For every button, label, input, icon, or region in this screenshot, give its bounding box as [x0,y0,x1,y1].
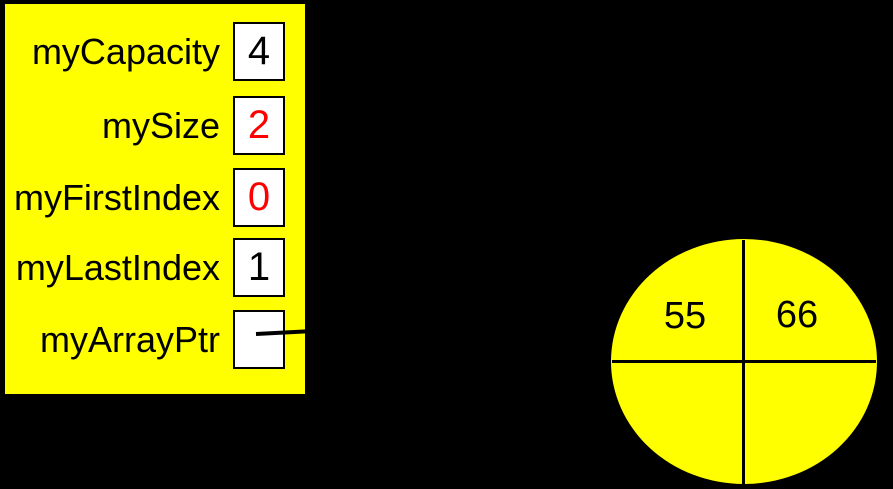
field-value-mylastindex: 1 [247,245,271,289]
field-label-mysize: mySize [101,105,220,146]
pointer-cell-box [233,310,285,369]
field-label-mycapacity: myCapacity [31,31,220,72]
field-value-mysize: 2 [247,103,271,147]
quadrant-divider-vertical [742,240,745,484]
field-value-box-myfirstindex: 0 [233,168,285,227]
field-value-mycapacity: 4 [247,29,271,73]
field-label-myfirstindex: myFirstIndex [13,177,220,218]
array-cell-value-top-left: 55 [663,295,707,337]
field-row-myfirstindex: myFirstIndex 0 [5,168,305,227]
field-row-mylastindex: myLastIndex 1 [5,238,305,297]
field-value-box-mycapacity: 4 [233,22,285,81]
field-value-box-mylastindex: 1 [233,238,285,297]
field-row-myarrayptr: myArrayPtr [5,310,305,369]
pointer-cell-value [235,312,283,367]
field-value-box-mysize: 2 [233,96,285,155]
field-row-mysize: mySize 2 [5,96,305,155]
object-state-panel: myCapacity 4 mySize 2 myFirstIndex 0 myL… [5,4,305,394]
field-row-mycapacity: myCapacity 4 [5,22,305,81]
field-label-mylastindex: myLastIndex [15,247,220,288]
array-cell-value-top-right: 66 [775,294,819,336]
field-label-myarrayptr: myArrayPtr [40,319,220,360]
field-value-myfirstindex: 0 [247,175,271,219]
